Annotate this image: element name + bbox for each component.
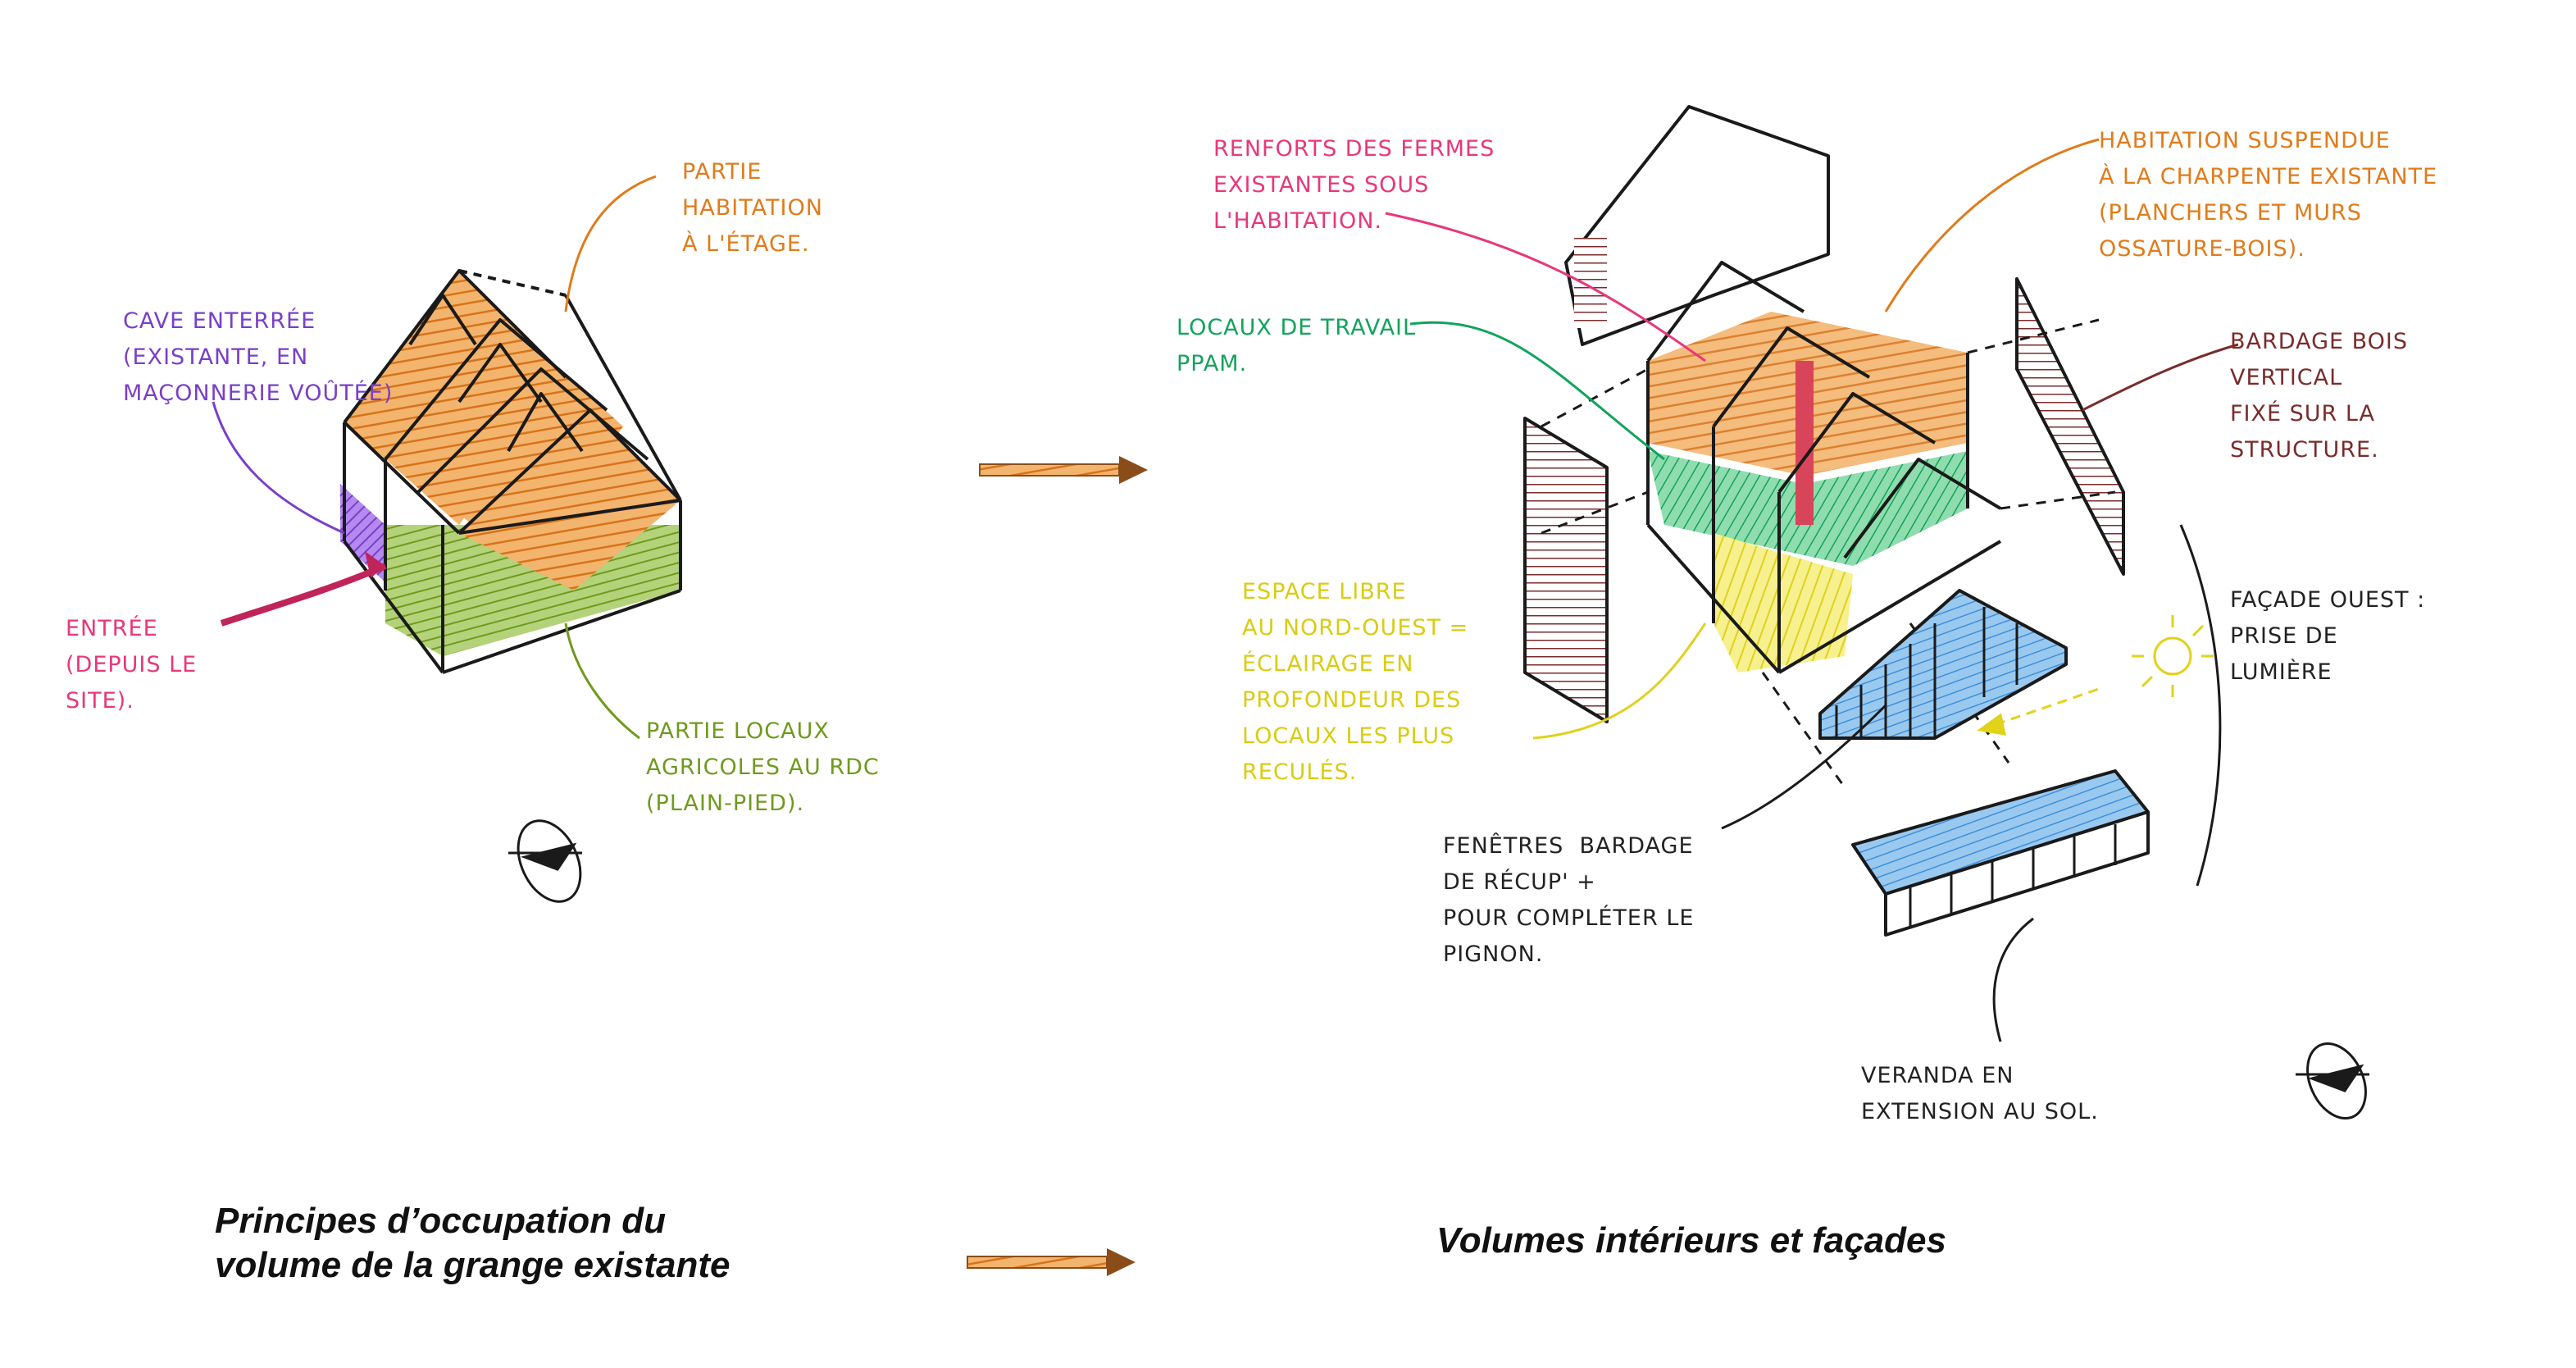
leader-lines-right (1385, 138, 2239, 1042)
sun-icon (1977, 615, 2214, 736)
back-gable (1564, 105, 1830, 346)
leader-lines-left (212, 175, 657, 740)
compass-right (2296, 1042, 2369, 1120)
compass-left (508, 819, 582, 903)
label-bardage-bois: Bardage bois vertical fixé sur la struct… (2230, 329, 2409, 463)
label-habitation-suspendue: Habitation suspendue à la charpente exis… (2099, 128, 2438, 262)
caption-right: Volumes intérieurs et façades (1436, 1220, 1946, 1261)
left-wall-bardage (1523, 417, 1609, 723)
label-fenetres-bardage: Fenêtres bardage de récup' + pour complé… (1443, 833, 1695, 967)
label-locaux-travail: Locaux de travail PPAM. (1176, 315, 1417, 376)
label-partie-habitation: Partie habitation à l'étage. (682, 159, 823, 257)
agricultural-zone-side (443, 525, 680, 656)
label-locaux-agricoles: Partie locaux agricoles au RDC (plain-pi… (646, 718, 880, 816)
label-entree: Entrée (depuis le site). (66, 616, 198, 714)
cave-zone (340, 484, 385, 582)
label-renforts: Renforts des fermes existantes sous l'ha… (1213, 136, 1495, 234)
label-facade-ouest: Façade ouest : prise de lumière (2230, 587, 2426, 685)
right-wall-bardage (2015, 277, 2125, 576)
exploded-sketch-right (1523, 105, 2222, 937)
transition-arrow-bottom (967, 1248, 1136, 1276)
glazed-gable (1818, 589, 2068, 740)
caption-left: Principes d’occupation du volume de la g… (215, 1201, 730, 1285)
habitation-roof-1 (344, 271, 566, 525)
label-cave-enterree: Cave enterrée (existante, en maçonnerie … (123, 308, 394, 406)
habitation-roof-3 (459, 410, 680, 591)
barn-sketch-left (340, 269, 682, 674)
label-veranda: Veranda en extension au sol. (1861, 1063, 2099, 1124)
label-espace-libre: Espace libre au nord-ouest = éclairage e… (1242, 579, 1469, 785)
transition-arrow-top (979, 456, 1148, 484)
